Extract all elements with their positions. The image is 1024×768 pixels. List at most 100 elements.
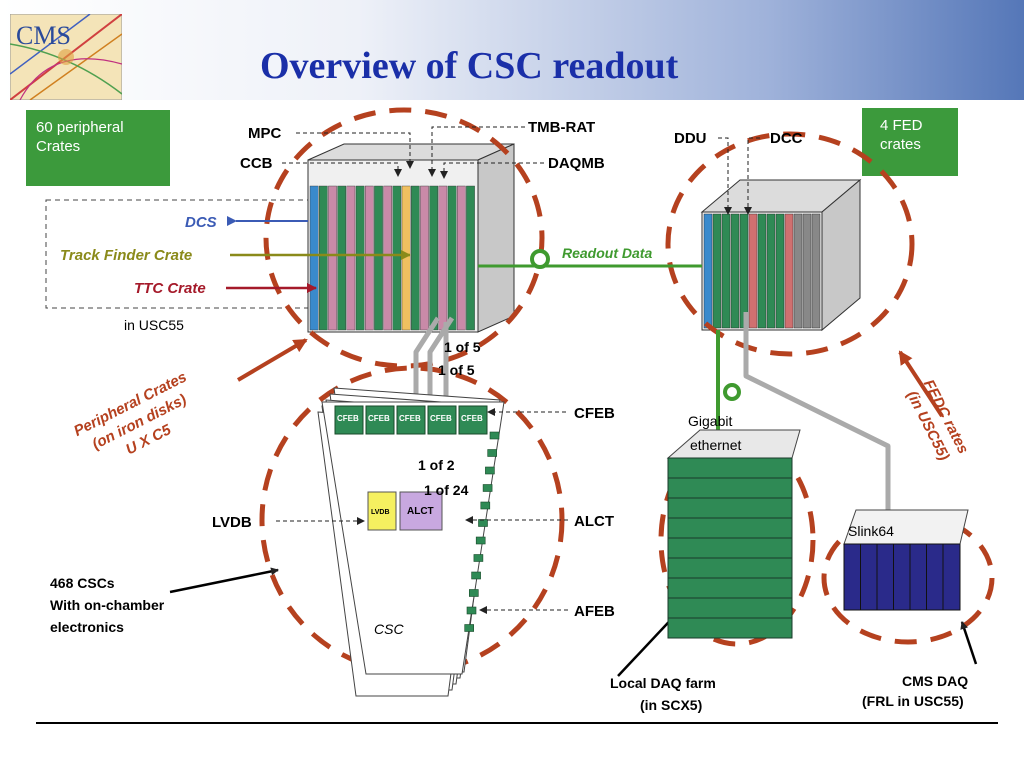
fedc-rates-arrow [898,350,944,418]
fed-crates-box: 4 FED crates [862,108,958,176]
cms-daq-line1: CMS DAQ [902,673,968,689]
afeb-board [480,501,491,510]
logo-text: CMS [16,21,71,50]
afeb-board [489,431,500,440]
peripheral-crates-line1: 60 peripheral [36,119,124,136]
afeb-board [466,606,477,615]
peripheral-crates-box: 60 peripheral Crates [26,110,170,186]
one-of-5-label-b: 1 of 5 [438,362,475,378]
cfeb-board-label: CFEB [337,414,359,423]
bottom-rule [36,722,998,724]
track-finder-label: Track Finder Crate [60,247,192,264]
fed-board [721,213,731,329]
ccb-pointer [282,162,402,177]
cms-logo: CMS [10,14,122,100]
afeb-label: AFEB [574,603,615,620]
one-of-24-label: 1 of 24 [424,482,469,498]
lvdb-label: LVDB [212,514,252,531]
fed-board [712,213,722,329]
cms-daq-arrow [960,621,978,665]
fed-board [757,213,767,329]
one-of-2-label: 1 of 2 [418,457,455,473]
daqmb-label: DAQMB [548,155,605,172]
afeb-board [475,536,486,545]
gigabit-connector-icon [723,383,741,401]
dcc-label: DCC [770,130,803,147]
crate-board [346,185,356,331]
crate-board [466,185,475,331]
cable-fed-to-slink [743,312,891,514]
crate-board [457,185,466,331]
ddu-label: DDU [674,130,707,147]
crate-board [355,185,365,331]
peripheral-crate-circle [263,107,545,369]
lvdb-board [367,491,397,531]
page-title: Overview of CSC readout [260,45,679,87]
crate-board [420,185,429,331]
fed-board [766,213,776,329]
crate-board [337,185,347,331]
peripheral-crates-line2: Crates [36,138,81,155]
fed-crates-line2: crates [880,136,921,153]
fed-board [811,213,821,329]
one-of-5-label-a: 1 of 5 [444,339,481,355]
cfeb-board-label: CFEB [430,414,452,423]
afeb-board [487,449,498,457]
tmb-rat-label: TMB-RAT [528,119,595,136]
fed-board [784,213,794,329]
crate-board [401,185,411,331]
crate-board [392,185,402,331]
fed-board [802,213,812,329]
csc-count-line3: electronics [50,619,124,635]
fed-crates-line1: 4 FED [880,117,923,134]
crate-board [438,185,448,331]
afeb-board [473,554,484,562]
afeb-board [471,571,481,580]
crate-board [309,185,319,331]
in-usc55-label: in USC55 [124,317,184,333]
fed-board [793,213,803,329]
local-daq-line1: Local DAQ farm [610,675,716,691]
afeb-board [468,589,479,597]
crate-board [365,185,374,331]
alct-board-label: ALCT [407,506,434,517]
peripheral-crates-arrow [236,338,308,382]
fed-board [748,213,758,329]
alct-label: ALCT [574,513,614,530]
afeb-board [464,624,475,632]
fed-board [739,213,749,329]
local-daq-line2: (in SCX5) [640,697,702,713]
crate-board [328,185,337,331]
gigabit-line1: Gigabit [688,413,732,429]
title-banner [0,0,1024,100]
slink-rack [843,509,969,611]
fed-crate-circle [665,131,915,357]
lvdb-board-label: LVDB [371,509,390,516]
csc-count-line2: With on-chamber [50,597,165,613]
peripheral-crate [307,143,515,333]
local-daq-rack [666,429,801,639]
cfeb-board-label: CFEB [368,414,390,423]
fed-crate [700,178,862,332]
mpc-pointer [296,132,414,169]
cable-crate-to-csc-1 [413,316,441,402]
cfeb-label: CFEB [574,405,615,422]
mpc-label: MPC [248,125,282,142]
crate-board [383,185,393,331]
tmb-rat-pointer [428,126,525,177]
dcc-pointer [744,137,760,215]
fed-board [703,213,713,329]
cfeb-board-label: CFEB [461,414,483,423]
crate-board [374,185,383,331]
afeb-board [482,484,493,492]
cfeb-boards: CFEB CFEB CFEB CFEB CFEB [334,405,488,435]
ttc-label: TTC Crate [134,280,206,297]
fed-board [730,213,740,329]
fed-board [775,213,785,329]
csc-count-arrow [169,567,279,594]
crate-board [447,185,457,331]
gigabit-line2: ethernet [690,437,741,453]
dcs-label: DCS [185,214,217,231]
readout-data-label: Readout Data [562,245,652,261]
